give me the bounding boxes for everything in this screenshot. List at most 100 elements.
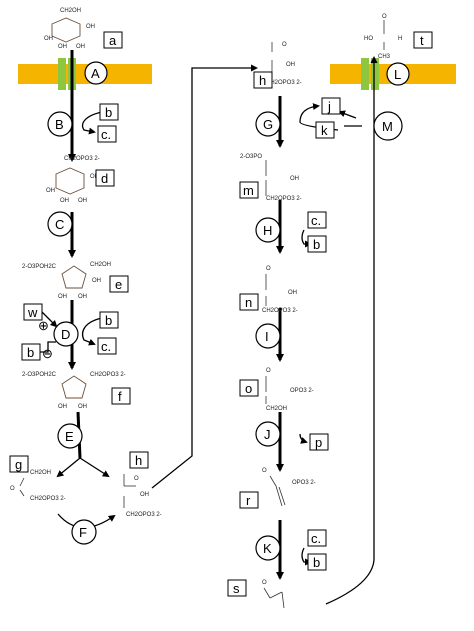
svg-text:h: h — [135, 453, 142, 468]
arrow-s-to-t — [325, 56, 378, 605]
svg-text:OH: OH — [46, 188, 55, 194]
structure-e: 2-O3POH2C CH2OH OH OH OH — [22, 262, 111, 300]
svg-text:H: H — [263, 223, 272, 238]
svg-text:OH: OH — [78, 198, 87, 204]
arrow-to-j — [299, 103, 320, 123]
box-n: n — [239, 293, 259, 311]
structure-t: O HO H CH3 — [364, 14, 402, 60]
box-c-3: c. — [307, 211, 327, 229]
svg-text:OH: OH — [286, 62, 295, 68]
svg-text:r: r — [246, 493, 251, 508]
svg-text:CH2OPO3 2-: CH2OPO3 2- — [126, 512, 162, 518]
svg-text:OH: OH — [76, 44, 85, 50]
svg-text:d: d — [101, 171, 108, 186]
svg-text:e: e — [115, 277, 122, 292]
svg-text:OH: OH — [58, 294, 67, 300]
svg-text:b: b — [105, 313, 112, 328]
circle-A: A — [84, 61, 108, 85]
svg-text:OH: OH — [78, 404, 87, 410]
circle-M: M — [373, 111, 403, 141]
box-b-5: b — [307, 553, 327, 571]
box-b-1: b — [99, 103, 119, 121]
box-m: m — [239, 181, 259, 199]
structure-f: 2-O3POH2C CH2OPO3 2- OH OH — [22, 372, 126, 410]
svg-text:CH2OPO3 2-: CH2OPO3 2- — [266, 80, 302, 86]
svg-text:CH2OH: CH2OH — [60, 8, 81, 14]
svg-text:s: s — [233, 581, 240, 596]
arrow-M-to-j — [338, 110, 357, 119]
box-t: t — [413, 31, 433, 49]
arrow-w-activates-D — [41, 311, 58, 328]
svg-text:g: g — [15, 457, 22, 472]
svg-text:c.: c. — [101, 127, 111, 142]
circle-B: B — [47, 111, 73, 137]
svg-text:o: o — [245, 381, 252, 396]
svg-text:k: k — [321, 123, 328, 138]
svg-text:OH: OH — [58, 404, 67, 410]
channel-left-1 — [58, 58, 66, 90]
circle-D: D — [53, 321, 79, 347]
svg-text:OH: OH — [140, 492, 149, 498]
structure-g: CH2OH O CH2OPO3 2- — [10, 470, 66, 502]
arrow-K-side — [301, 547, 312, 566]
box-h-2: h — [253, 71, 273, 89]
arrow-H-side — [301, 229, 312, 248]
svg-text:O: O — [262, 468, 267, 474]
svg-text:O: O — [262, 580, 267, 586]
arrow-split-to-h — [79, 457, 110, 478]
box-r: r — [239, 491, 259, 509]
box-j: j — [321, 97, 341, 115]
svg-text:OH: OH — [290, 176, 299, 182]
arrow-b-in — [81, 111, 103, 135]
svg-text:2-O3POH2C: 2-O3POH2C — [22, 264, 57, 270]
box-b-3: b — [21, 343, 41, 361]
svg-text:p: p — [315, 435, 322, 450]
svg-text:OH: OH — [92, 278, 101, 284]
svg-text:O: O — [266, 266, 271, 272]
svg-text:D: D — [61, 327, 70, 342]
svg-text:J: J — [264, 427, 271, 442]
svg-text:O: O — [10, 486, 15, 492]
arrow-J-side — [299, 433, 308, 444]
svg-text:CH2OH: CH2OH — [266, 406, 287, 412]
svg-text:O: O — [382, 14, 387, 20]
structure-n: O OH CH2OPO3 2- — [262, 266, 298, 314]
svg-text:CH3: CH3 — [378, 54, 391, 60]
svg-text:A: A — [91, 66, 100, 81]
svg-text:b: b — [313, 237, 320, 252]
svg-text:CH2OH: CH2OH — [30, 470, 51, 476]
box-b-4: b — [307, 235, 327, 253]
svg-text:L: L — [394, 67, 401, 82]
svg-text:OH: OH — [90, 174, 99, 180]
circle-I: I — [255, 323, 281, 349]
box-g: g — [9, 455, 29, 473]
svg-text:OH: OH — [58, 44, 67, 50]
box-s: s — [227, 579, 247, 597]
svg-text:OPO3 2-: OPO3 2- — [290, 388, 314, 394]
svg-text:b: b — [105, 105, 112, 120]
arrow-h-to-h — [151, 64, 258, 489]
svg-text:H: H — [398, 36, 402, 42]
box-c-1: c. — [97, 125, 117, 143]
svg-text:a: a — [109, 33, 117, 48]
circle-H: H — [255, 217, 281, 243]
svg-text:CH2OH: CH2OH — [90, 262, 111, 268]
svg-text:O: O — [282, 42, 287, 48]
channel-right-2 — [371, 58, 379, 90]
box-p: p — [309, 433, 329, 451]
minus-sign: ⊖ — [42, 346, 53, 361]
svg-text:b: b — [313, 555, 320, 570]
structure-o: O OPO3 2- CH2OH — [265, 368, 314, 412]
circle-K: K — [255, 535, 281, 561]
svg-text:n: n — [245, 295, 252, 310]
svg-text:F: F — [79, 525, 87, 540]
svg-text:OH: OH — [60, 198, 69, 204]
svg-text:I: I — [265, 329, 269, 344]
box-h-1: h — [129, 451, 149, 469]
arrow-split-to-g — [56, 457, 81, 478]
box-e: e — [109, 275, 129, 293]
svg-text:w: w — [27, 305, 38, 320]
svg-text:K: K — [263, 541, 272, 556]
circle-E: E — [57, 423, 83, 449]
box-f: f — [111, 387, 131, 405]
